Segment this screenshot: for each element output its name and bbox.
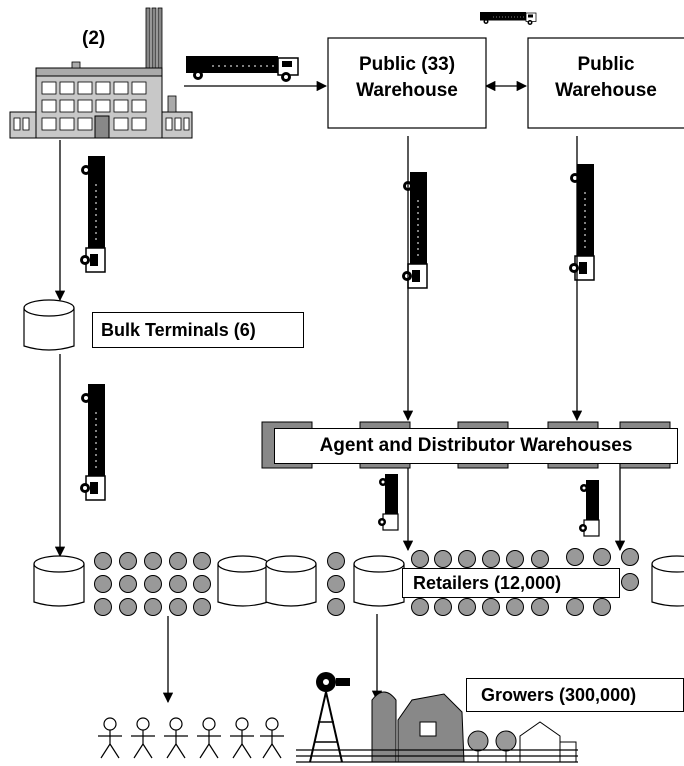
public-warehouse-1-line2: Warehouse <box>356 80 458 101</box>
truck-icon-agent-left <box>377 473 399 531</box>
truck-icon-agent-right <box>578 479 600 537</box>
truck-icon-terminal-down <box>79 383 106 501</box>
farm-icon <box>296 672 578 763</box>
public-warehouse-1-line1: Public (33) <box>358 54 456 75</box>
truck-icon-top-right <box>479 11 537 26</box>
public-warehouse-1-box <box>327 37 487 129</box>
public-warehouse-1-label: Public (33) Warehouse <box>328 52 486 104</box>
factory-icon <box>9 7 193 139</box>
retailer-circles <box>94 548 639 616</box>
factory-count-label: (2) <box>82 28 106 49</box>
bulk-terminals-label: Bulk Terminals (6) <box>92 312 304 348</box>
bulk-terminal-tank-icon <box>23 299 75 351</box>
public-warehouse-2-line1: Public <box>577 54 635 75</box>
public-warehouse-2-label: Public Warehouse <box>528 52 684 104</box>
truck-icon-factory-down <box>79 155 106 273</box>
truck-icon-warehouse1-down <box>401 171 428 289</box>
flow-arrows <box>54 80 626 704</box>
consumer-people-icons <box>97 717 285 759</box>
growers-label: Growers (300,000) <box>466 678 684 712</box>
truck-icon-warehouse2-down <box>568 163 595 281</box>
retailers-label: Retailers (12,000) <box>402 568 620 598</box>
public-warehouse-2-line2: Warehouse <box>555 80 657 101</box>
public-warehouse-2-box <box>527 37 684 129</box>
agent-distributor-warehouses-label: Agent and Distributor Warehouses <box>274 428 678 464</box>
truck-icon-factory-to-warehouse <box>185 55 299 83</box>
